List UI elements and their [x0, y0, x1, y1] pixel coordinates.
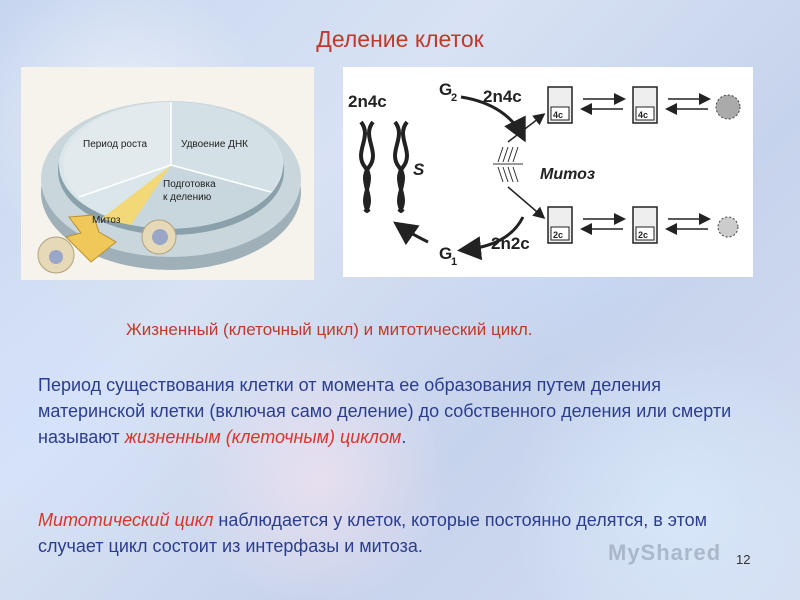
pie-label-growth: Период роста: [83, 139, 147, 150]
subtitle: Жизненный (клеточный цикл) и митотически…: [126, 320, 533, 339]
label-2n2c: 2n2c: [491, 234, 530, 253]
slide-title: Деление клеток: [316, 26, 484, 52]
label-s: S: [413, 160, 425, 179]
label-2n4c-left: 2n4c: [348, 92, 387, 111]
mitotic-cycle-highlight: Митотический цикл: [38, 510, 214, 530]
label-2n4c-right: 2n4c: [483, 87, 522, 106]
box-label-4c-1: 4c: [553, 110, 563, 120]
watermark: MyShared: [608, 540, 722, 565]
pie-label-dna: Удвоение ДНК: [181, 139, 248, 150]
mitotic-cycle-diagram: 2n4c G 2 2n4c S Митоз 2n2c G 1 4c 4c 2c …: [343, 67, 753, 277]
definition-text: Период существования клетки от момента е…: [38, 375, 732, 447]
mitotic-cycle-text: наблюдается у клеток, которые постоянно …: [38, 510, 708, 556]
definition-paragraph: Период существования клетки от момента е…: [38, 372, 738, 450]
label-mitosis: Митоз: [540, 166, 595, 183]
definition-highlight: жизненным (клеточным) циклом: [124, 427, 402, 447]
cell-cycle-pie-diagram: Период роста Удвоение ДНК Подготовка к д…: [21, 67, 314, 280]
pie-label-prep-2: к делению: [163, 192, 212, 203]
chromosome-icon: [359, 120, 409, 214]
label-g2-sub: 2: [451, 92, 457, 104]
box-label-4c-2: 4c: [638, 110, 648, 120]
box-label-2c-2: 2c: [638, 230, 648, 240]
mitotic-cycle-paragraph: Митотический цикл наблюдается у клеток, …: [38, 507, 738, 559]
label-g2: G: [439, 80, 452, 99]
spindle-icon: [493, 146, 523, 183]
definition-end: .: [401, 427, 407, 447]
label-g1-sub: 1: [451, 256, 457, 268]
box-label-2c-1: 2c: [553, 230, 563, 240]
label-g1: G: [439, 244, 452, 263]
page-number: 12: [736, 552, 751, 567]
pie-label-prep-1: Подготовка: [163, 179, 216, 190]
pie-label-mitosis: Митоз: [92, 215, 121, 226]
